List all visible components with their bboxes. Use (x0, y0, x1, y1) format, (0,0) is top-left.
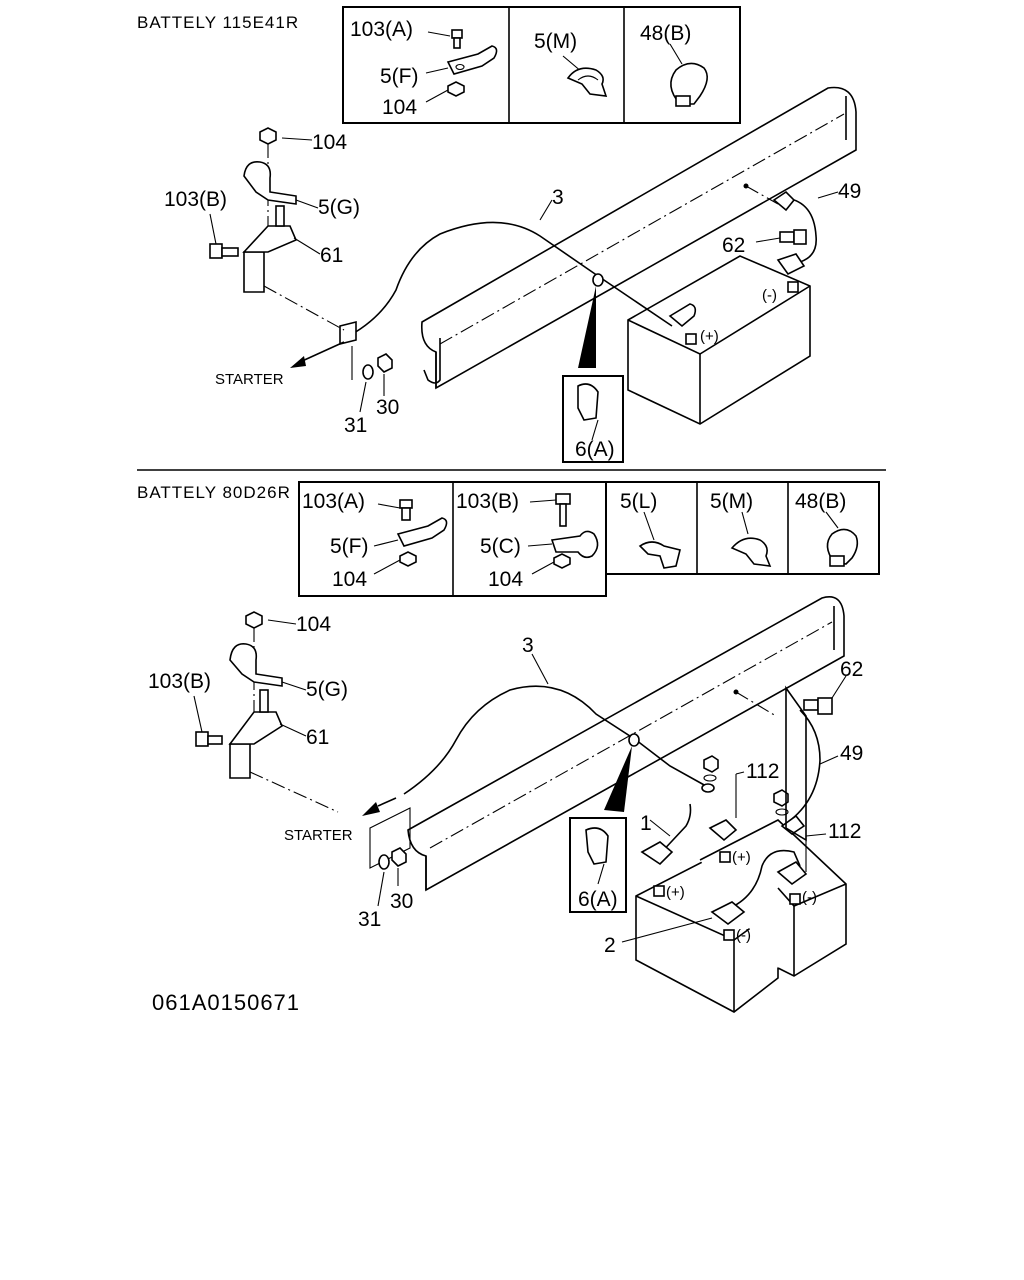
callout-112: 112 (746, 760, 779, 783)
parts-inset-box: 103(A) 5(F) 104 5(M) 48(B) (342, 6, 741, 124)
terminal-plus-label: (+) (700, 328, 719, 345)
bolt-icon (427, 29, 463, 49)
inset-label-5f: 5(F) (380, 65, 419, 88)
clip-m-icon (562, 55, 608, 97)
band-clip-icon (825, 511, 859, 567)
callout-2: 2 (604, 934, 616, 957)
inset-label-5m: 5(M) (710, 490, 753, 513)
callout-31: 31 (358, 908, 381, 931)
inset-label-103a: 103(A) (302, 490, 365, 513)
nut-icon (373, 551, 417, 575)
negative-cable-49: 49 (733, 685, 863, 842)
callout-5g: 5(G) (318, 196, 360, 219)
callout-61: 61 (306, 726, 329, 749)
bolt-62: 62 (722, 229, 807, 257)
cable-1: 1 (640, 803, 692, 866)
inset-label-48b: 48(B) (795, 490, 846, 513)
callout-103b: 103(B) (148, 670, 211, 693)
callout-62: 62 (722, 234, 745, 257)
terminal-minus-label: (-) (736, 927, 751, 944)
terminal-plus-label: (+) (666, 884, 685, 901)
starter-label: STARTER (284, 827, 353, 844)
callout-49: 49 (840, 742, 863, 765)
inset-label-48b: 48(B) (640, 22, 691, 45)
left-hardware-stack: 104 5(G) 61 103(B) STARTER 31 30 (148, 611, 413, 931)
battery-box-right: (+) (-) (699, 819, 847, 977)
clip-l-icon (638, 511, 681, 569)
frame-rail (407, 596, 845, 892)
battery-box: (-) (+) (627, 255, 811, 425)
inset-label-104: 104 (488, 568, 523, 591)
callout-104: 104 (296, 613, 331, 636)
callout-30: 30 (376, 396, 399, 419)
terminal-clip-icon (425, 45, 498, 75)
inset-label-5l: 5(L) (620, 490, 657, 513)
callout-1: 1 (640, 812, 652, 835)
bolt-icon (529, 493, 571, 527)
clip-6a-callout: 6(A) (562, 273, 624, 463)
nut-icon (425, 81, 465, 103)
positive-cable-3 (339, 221, 697, 346)
terminal-minus-label: (-) (762, 287, 777, 304)
starter-label: STARTER (215, 371, 284, 388)
terminal-clip-icon (373, 517, 448, 547)
callout-103b: 103(B) (164, 188, 227, 211)
callout-112: 112 (828, 820, 861, 843)
figure-code: 061A0150671 (152, 990, 300, 1015)
section-battery-115e41r: BATTELY 115E41R 103(A) 5(F) 104 5(M) 48(… (137, 6, 861, 463)
inset-label-5f: 5(F) (330, 535, 369, 558)
section-battery-80d26r: BATTELY 80D26R 103(A) 5(F) 104 103(B) 5(… (137, 481, 880, 1013)
positive-cable-3: 3 (403, 634, 715, 795)
callout-104: 104 (312, 131, 347, 154)
callout-61: 61 (320, 244, 343, 267)
callout-6a: 6(A) (578, 888, 618, 911)
callout-6a: 6(A) (575, 438, 615, 461)
callout-62: 62 (840, 658, 863, 681)
callout-3: 3 (552, 186, 564, 209)
callout-49: 49 (838, 180, 861, 203)
inset-label-5m: 5(M) (534, 30, 577, 53)
clip-m-icon (730, 511, 772, 567)
clip-6a-callout: 6(A) (569, 733, 640, 913)
negative-cable-49: 49 (743, 180, 861, 276)
bolt-62: 62 (803, 658, 863, 715)
inset-label-103a: 103(A) (350, 18, 413, 41)
callout-30: 30 (390, 890, 413, 913)
inset-label-104: 104 (332, 568, 367, 591)
section-title: BATTELY 115E41R (137, 13, 299, 32)
callout-5g: 5(G) (306, 678, 348, 701)
frame-rail (420, 86, 857, 390)
band-clip-icon (669, 43, 708, 107)
inset-label-5c: 5(C) (480, 535, 521, 558)
section-title: BATTELY 80D26R (137, 483, 291, 502)
cable-2: 2 (604, 849, 801, 957)
callout-31: 31 (344, 414, 367, 437)
terminal-plus-label: (+) (732, 849, 751, 866)
nut-icon (531, 553, 571, 575)
inset-label-103b: 103(B) (456, 490, 519, 513)
terminal-112-right: 112 (773, 789, 861, 886)
inset-label-104: 104 (382, 96, 417, 119)
left-hardware-stack: 104 5(G) 61 103(B) STARTER 31 30 (164, 127, 399, 437)
parts-inset-box: 103(A) 5(F) 104 103(B) 5(C) 104 5(L) 5(M… (298, 481, 880, 597)
terminal-112-left: 112 (703, 755, 779, 842)
callout-3: 3 (522, 634, 534, 657)
bolt-icon (377, 499, 413, 521)
terminal-minus-label: (-) (802, 889, 817, 906)
clip-c-icon (527, 530, 599, 559)
